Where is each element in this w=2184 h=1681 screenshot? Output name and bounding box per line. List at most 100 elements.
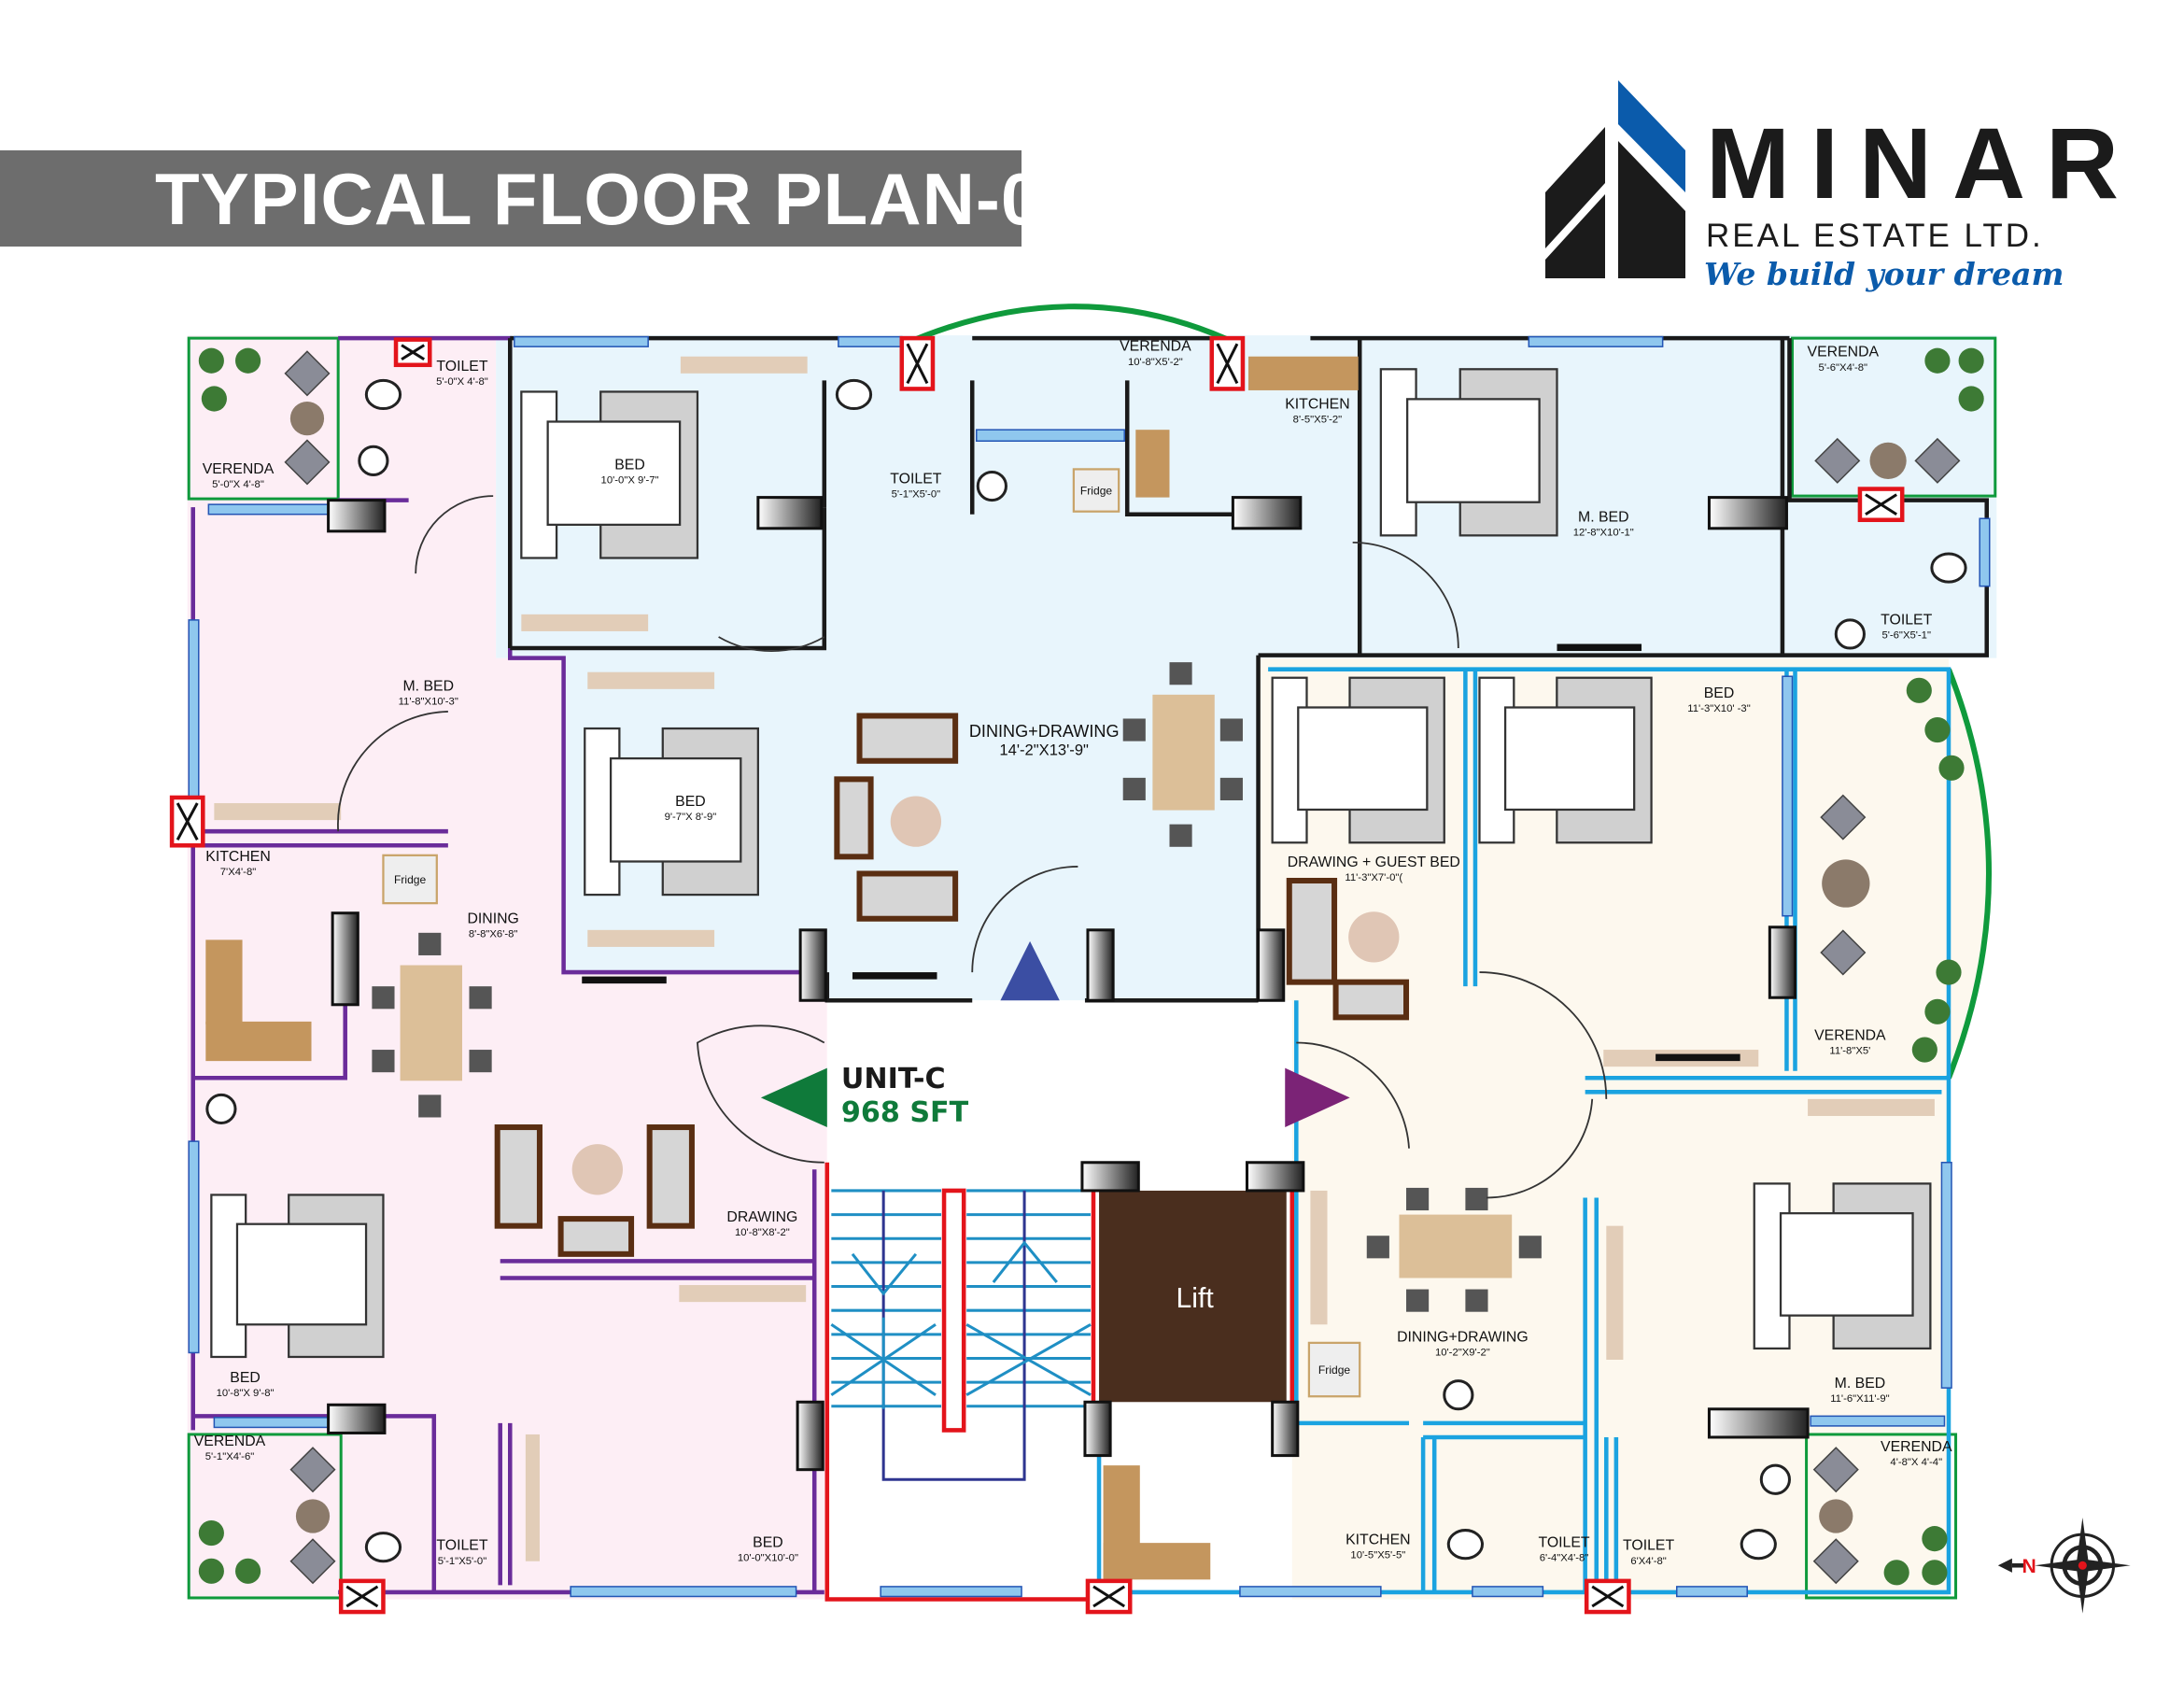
column xyxy=(1231,496,1303,530)
dining-chair xyxy=(1465,1187,1488,1211)
door-swing xyxy=(1479,971,1608,1099)
dining-chair xyxy=(1169,662,1192,685)
room-name-label: VERENDA xyxy=(1814,1027,1886,1043)
room-name-label: DINING+DRAWING xyxy=(969,722,1120,741)
duct-cross-icon xyxy=(1591,1585,1625,1608)
column xyxy=(1257,928,1286,1002)
tv-icon xyxy=(1557,643,1642,652)
column xyxy=(1080,1161,1140,1193)
plant-icon xyxy=(201,386,227,412)
fridge xyxy=(1072,468,1120,513)
room-name-label: VERENDA xyxy=(203,461,275,477)
dining-chair xyxy=(1122,718,1146,742)
room-name-label: TOILET xyxy=(436,359,487,374)
bed-icon xyxy=(1779,1212,1914,1317)
room-size-label: 4'-8"X 4'-4" xyxy=(1890,1457,1942,1468)
column xyxy=(1083,1400,1112,1458)
entry-arrow-purple-icon xyxy=(1285,1067,1350,1128)
column xyxy=(331,911,359,1007)
chair-icon xyxy=(1820,929,1867,976)
fridge-label: Fridge xyxy=(394,873,426,886)
basin-icon xyxy=(358,445,389,476)
room-name-label: TOILET xyxy=(1623,1538,1674,1554)
duct-cross-icon xyxy=(1216,343,1239,385)
verenda-borders xyxy=(187,336,1997,1600)
wardrobe xyxy=(587,671,715,689)
chair-icon xyxy=(289,1447,336,1493)
room-name-label: DRAWING + GUEST BED xyxy=(1288,855,1460,870)
dining-chair xyxy=(469,986,492,1010)
bed-icon xyxy=(609,756,742,863)
plant-icon xyxy=(1922,1560,1948,1586)
column xyxy=(327,499,387,533)
room-name-label: VERENDA xyxy=(1808,345,1880,360)
door-swing xyxy=(697,1024,825,1164)
plant-icon xyxy=(1922,1526,1948,1552)
duct-markers xyxy=(169,335,1905,1615)
chair-icon xyxy=(284,350,331,397)
sofa xyxy=(1286,877,1338,985)
dining-chair xyxy=(1122,777,1146,800)
room-size-label: 11'-8"X5' xyxy=(1829,1046,1870,1057)
chair-icon xyxy=(1914,437,1961,484)
room-size-label: 8'-5"X5'-2" xyxy=(1293,415,1343,426)
room-name-label: KITCHEN xyxy=(205,849,270,865)
duct-cross-icon xyxy=(345,1585,379,1608)
dining-chair xyxy=(469,1050,492,1073)
plant-icon xyxy=(1958,386,1984,412)
sofa xyxy=(494,1124,542,1229)
room-size-label: 9'-7"X 8'-9" xyxy=(665,812,717,823)
room-size-label: 10'-0"X 9'-7" xyxy=(601,475,659,487)
side-table xyxy=(295,1499,331,1533)
side-table xyxy=(1819,1499,1853,1533)
title-banner: TYPICAL FLOOR PLAN-04 xyxy=(0,150,1083,247)
room-size-label: 11'-3"X10' -3" xyxy=(1687,703,1750,714)
duct-cross-icon xyxy=(906,343,929,385)
entry-arrow-green-icon xyxy=(760,1067,827,1128)
dining-chair xyxy=(418,1095,442,1118)
bed-icon xyxy=(235,1222,368,1326)
logo-tagline: We build your dream xyxy=(1704,256,2064,292)
room-name-label: TOILET xyxy=(1881,612,1932,628)
column xyxy=(796,1400,824,1472)
door-swing xyxy=(337,711,448,832)
chair-icon xyxy=(289,1538,336,1585)
bed-icon xyxy=(1297,706,1429,812)
chair-icon xyxy=(1820,794,1867,840)
toilet-icon xyxy=(1446,1529,1485,1561)
duct-box xyxy=(393,337,432,368)
sofa xyxy=(1332,979,1410,1021)
wardrobe xyxy=(587,929,715,947)
room-size-label: 5'-1"X5'-0" xyxy=(892,489,941,501)
sofa xyxy=(856,870,959,922)
column xyxy=(1707,496,1788,530)
room-size-label: 11'-8"X10'-3" xyxy=(399,696,458,707)
dining-table xyxy=(400,965,462,1081)
column xyxy=(798,928,827,1002)
kitchen-counter xyxy=(205,939,243,1024)
room-name-label: TOILET xyxy=(436,1538,487,1554)
verenda-arc-right xyxy=(1946,668,1993,1080)
chair-icon xyxy=(1812,1447,1859,1493)
plant-icon xyxy=(1911,1037,1937,1063)
windows xyxy=(188,335,1991,1598)
column xyxy=(1245,1161,1305,1193)
wardrobe xyxy=(521,614,649,631)
bed-icon xyxy=(1503,706,1636,812)
fridge-label: Fridge xyxy=(1318,1363,1350,1377)
room-size-label: 7'X4'-8" xyxy=(220,867,256,878)
stair-winder xyxy=(830,1317,1092,1409)
coffee-table xyxy=(1348,911,1400,963)
column xyxy=(1768,925,1797,999)
plant-icon xyxy=(235,347,261,374)
plant-icon xyxy=(198,1519,224,1547)
door-swing xyxy=(971,866,1078,973)
room-size-label: 10'-2"X9'-2" xyxy=(1435,1347,1490,1358)
staircase xyxy=(830,1189,1092,1481)
room-name-label: TOILET xyxy=(890,472,941,487)
plant-icon xyxy=(1924,716,1951,743)
unit-name: UNIT-C xyxy=(841,1063,946,1095)
tv-icon xyxy=(582,976,667,984)
